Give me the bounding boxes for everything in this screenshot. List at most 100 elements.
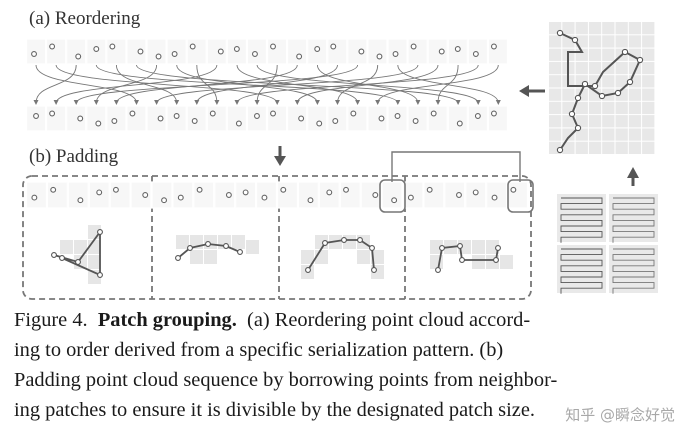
point-dot (490, 43, 497, 50)
grid-cell (575, 101, 588, 115)
grid-point (574, 124, 582, 132)
arrowhead (113, 100, 119, 105)
grid-cell (549, 75, 562, 88)
point-dot (330, 43, 337, 50)
point-dot (112, 186, 119, 193)
grid-point (568, 110, 576, 118)
grid-cell (642, 22, 655, 35)
arrowhead (294, 100, 300, 105)
grid-cell (628, 101, 642, 115)
seq-cell (381, 181, 403, 209)
patch-point (59, 255, 65, 261)
point-dot (280, 186, 287, 193)
grid-point (626, 78, 634, 86)
point-dot (358, 48, 365, 55)
seq-cell (186, 105, 207, 132)
grid-cell (575, 128, 588, 141)
point-dot (209, 110, 216, 117)
curve-grid (609, 245, 658, 293)
seq-cell (25, 38, 47, 65)
point-dot (474, 113, 481, 119)
grid-point (556, 146, 564, 154)
reorder-arrows (33, 64, 501, 105)
arrowhead (475, 100, 481, 105)
seq-cell (126, 105, 147, 132)
reorder-arrow (156, 64, 419, 104)
grid-point (581, 80, 589, 88)
patch-point (175, 255, 181, 261)
seq-cell (246, 38, 268, 65)
seq-cell (266, 105, 288, 132)
point-dot (412, 118, 419, 124)
arrowhead (314, 100, 320, 105)
grid-cell (628, 128, 642, 141)
seq-cell (86, 105, 107, 132)
arrowhead (174, 100, 180, 105)
seq-cell (487, 38, 509, 65)
reorder-arrow (296, 64, 439, 104)
reorder-arrow (236, 64, 479, 104)
down-arrow-icon (274, 146, 286, 166)
grid-cell (615, 141, 628, 154)
reorder-arrow (115, 64, 298, 104)
grid-cell (575, 141, 588, 154)
grid-cell (602, 141, 615, 154)
arrowhead (274, 100, 280, 105)
grid-cell (549, 88, 562, 101)
point-dot (157, 115, 164, 122)
seq-cell (193, 181, 215, 209)
seq-cell (126, 38, 147, 65)
arrowhead (455, 100, 461, 105)
point-dot (242, 189, 249, 196)
point-dot (394, 113, 401, 119)
grid-cell (588, 75, 602, 88)
point-dot (95, 120, 102, 127)
seq-cell (467, 38, 489, 65)
seq-cell (506, 181, 529, 209)
reorder-arrow (176, 64, 318, 104)
patch-point (322, 240, 328, 246)
grid-cell (642, 35, 655, 48)
arrowhead (93, 100, 99, 105)
point-dot (270, 110, 276, 117)
caption-text-1: (a) Reordering point cloud accord- (247, 309, 531, 331)
patch-point (357, 237, 363, 243)
grid-cell (602, 115, 615, 128)
space-filling-curve (612, 248, 655, 294)
grid-cell (602, 75, 615, 88)
grid-point (598, 92, 606, 100)
point-dot (142, 192, 149, 198)
seq-cell (109, 181, 131, 209)
seq-cell (130, 181, 152, 209)
caption-line-2: ing to order derived from a specific ser… (14, 339, 504, 361)
reorder-arrow (35, 64, 77, 104)
point-dot (189, 43, 196, 50)
seq-cell (387, 38, 408, 65)
grid-point (574, 94, 582, 102)
grid-cell (642, 128, 655, 141)
grid-cell (628, 22, 642, 35)
seq-cell (297, 181, 319, 209)
seq-cell (66, 105, 87, 132)
patch-block (74, 240, 87, 254)
grid-cell (549, 128, 562, 141)
seq-cell (486, 181, 508, 209)
point-dot (50, 186, 57, 193)
grid-cell (602, 101, 615, 115)
reorder-arrow (55, 64, 218, 104)
seq-cell (214, 181, 236, 209)
point-dot (173, 113, 180, 119)
seq-cell (146, 105, 167, 132)
patch-block (430, 240, 443, 254)
arrowhead (73, 100, 79, 105)
point-dot (129, 110, 136, 117)
grid-cell (642, 88, 655, 101)
patch-point (187, 245, 193, 251)
seq-cell (339, 181, 361, 209)
grid-cell (602, 35, 615, 48)
grid-cell (602, 48, 615, 61)
seq-cell (276, 181, 299, 209)
seq-cell (172, 181, 194, 209)
up-arrow-icon (627, 167, 639, 186)
seq-cell (166, 38, 187, 65)
